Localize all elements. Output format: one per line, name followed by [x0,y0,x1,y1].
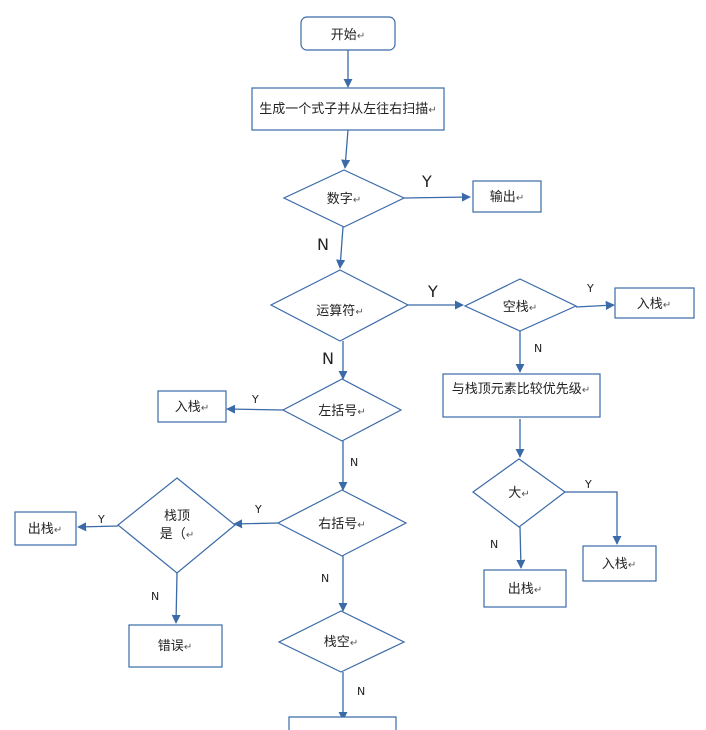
node-push-1: 入栈↵ [614,287,695,319]
node-is-operator: 运算符↵ [269,269,410,342]
svg-text:栈空↵: 栈空↵ [324,635,358,650]
svg-text:输出↵: 输出↵ [490,189,524,205]
edge-digit-operator [336,226,346,269]
edge-right-top [233,519,279,529]
edge-left-push [226,404,284,414]
edges [77,50,622,721]
svg-text:生成一个式子并从左往右扫描↵: 生成一个式子并从左往右扫描↵ [259,102,436,117]
svg-text:入栈↵: 入栈↵ [637,297,671,312]
node-top-is-paren: 栈顶 是（↵ [117,477,236,574]
label-operator-y: Y [427,282,438,301]
label-digit-n: N [317,235,329,254]
node-push-3: 入栈↵ [157,390,227,423]
node-next-partial [288,716,397,730]
edge-greater-pop [516,526,526,569]
label-right-n: N [321,572,329,585]
label-empty-y: Y [586,282,594,295]
svg-text:错误↵: 错误↵ [158,639,192,654]
label-greater-n: N [490,538,498,551]
label-left-n: N [350,456,358,469]
svg-text:是（↵: 是（↵ [160,527,194,542]
svg-text:右括号↵: 右括号↵ [318,517,365,532]
svg-text:与栈顶元素比较优先级↵: 与栈顶元素比较优先级↵ [452,382,590,397]
node-pop-1: 出栈↵ [483,569,567,608]
node-pop-2: 出栈↵ [14,511,77,546]
node-push-2: 入栈↵ [582,545,657,582]
svg-text:大↵: 大↵ [508,486,529,501]
svg-text:入栈↵: 入栈↵ [175,400,209,415]
svg-text:开始↵: 开始↵ [331,28,365,43]
label-right-y: Y [254,503,262,516]
edge-top-error [171,572,181,624]
node-stack-empty-2: 栈空↵ [277,610,406,673]
node-right-paren: 右括号↵ [276,489,408,557]
node-greater: 大↵ [471,458,567,528]
svg-text:入栈↵: 入栈↵ [602,557,636,572]
edge-generate-digit [341,129,351,169]
node-output: 输出↵ [472,180,542,213]
label-left-y: Y [251,393,259,406]
edge-labels: Y N Y N Y N Y N Y N Y N Y N N [97,172,594,698]
label-digit-y: Y [421,172,432,191]
node-stack-empty: 空栈↵ [463,278,578,332]
node-generate: 生成一个式子并从左往右扫描↵ [251,87,445,131]
svg-text:栈顶: 栈顶 [164,509,190,524]
edge-empty-push [575,300,615,310]
edge-greater-push [565,491,622,545]
svg-text:左括号↵: 左括号↵ [318,404,365,419]
label-empty2-n: N [357,685,365,698]
svg-text:数字↵: 数字↵ [327,192,361,207]
label-greater-y: Y [584,478,592,491]
label-top-n: N [151,590,159,603]
node-compare-top: 与栈顶元素比较优先级↵ [442,373,601,418]
node-start: 开始↵ [300,16,396,51]
node-is-digit: 数字↵ [282,169,406,228]
node-error: 错误↵ [128,624,223,668]
edge-digit-output [403,192,471,202]
svg-text:空栈↵: 空栈↵ [503,300,537,315]
svg-text:运算符↵: 运算符↵ [316,303,363,319]
svg-text:出栈↵: 出栈↵ [508,582,542,597]
node-left-paren: 左括号↵ [281,378,403,442]
svg-text:出栈↵: 出栈↵ [28,522,62,537]
label-operator-n: N [322,349,334,368]
label-empty-n: N [534,342,542,355]
label-top-y: Y [97,513,105,526]
edge-top-pop [77,522,119,532]
